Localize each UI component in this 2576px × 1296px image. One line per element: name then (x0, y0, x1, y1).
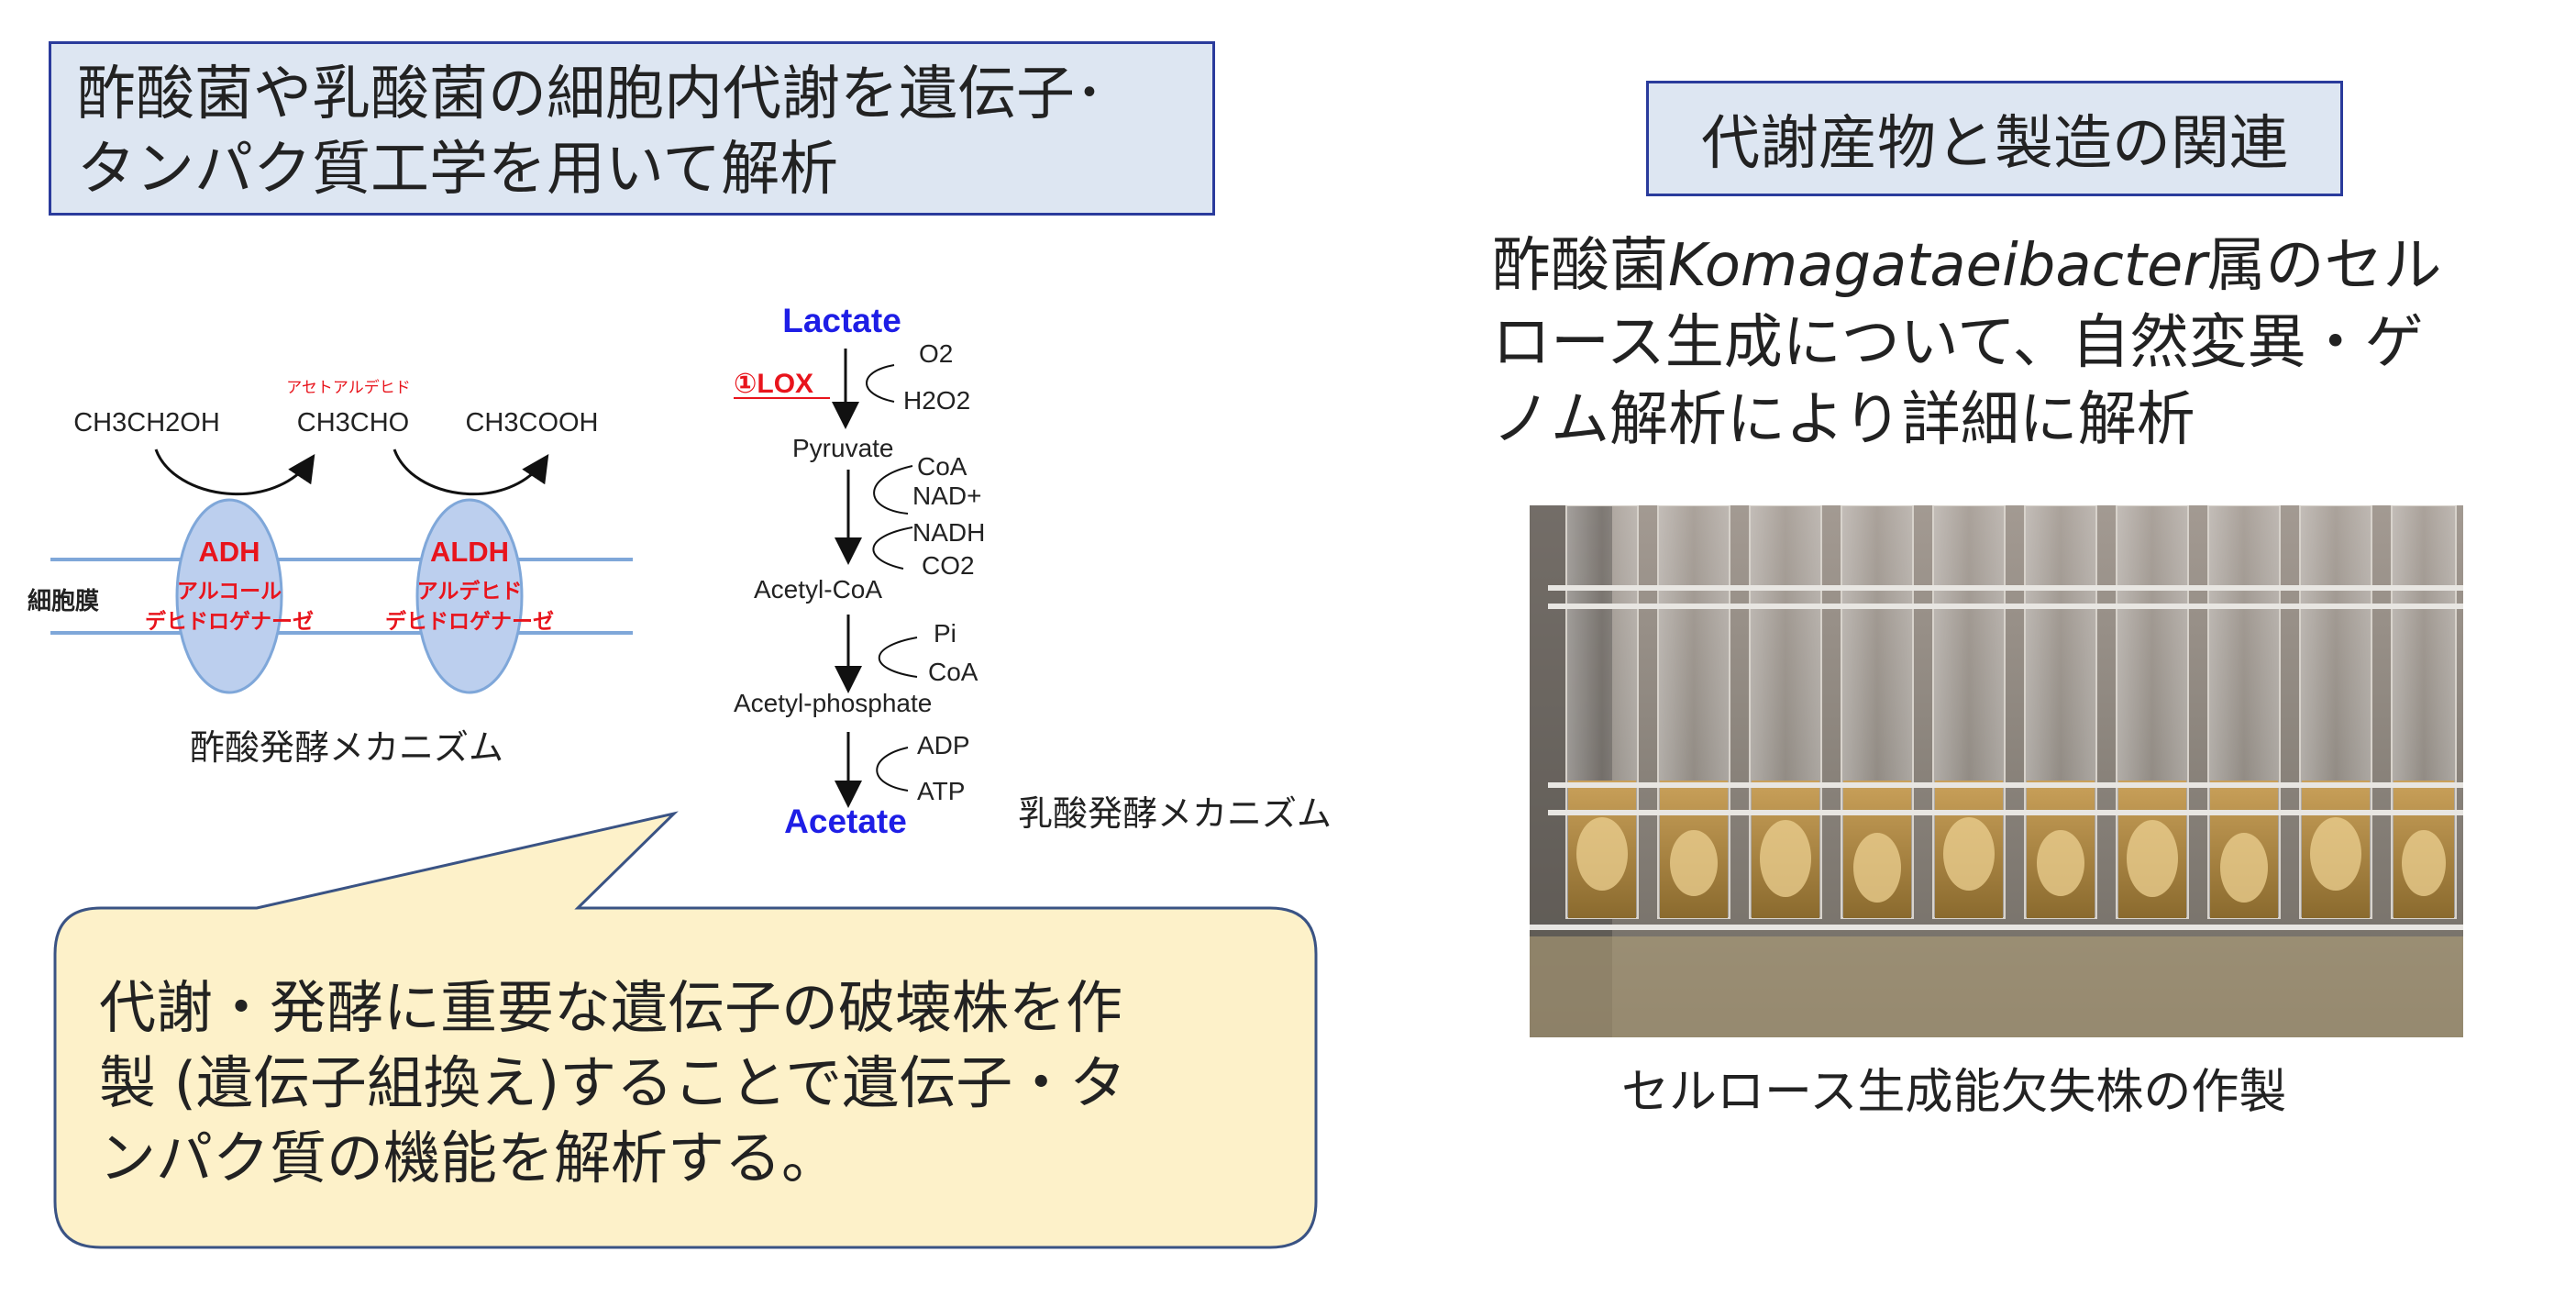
main-title-box: 酢酸菌や乳酸菌の細胞内代謝を遺伝子･ タンパク質工学を用いて解析 (49, 41, 1215, 216)
step3-cofactor-2: CoA (928, 658, 978, 686)
callout-line3: ンパク質の機能を解析する。 (99, 1124, 839, 1191)
aldh-name-line2: デヒドロゲナーゼ (385, 609, 554, 633)
step1-side-curve (866, 364, 895, 403)
step2-side-curve-out (872, 526, 913, 570)
acetaldehyde-note: アセトアルデヒド (286, 378, 411, 396)
acetic-acid-label: CH3COOH (465, 408, 598, 438)
aldh-name-line1: アルデヒド (417, 579, 523, 603)
pyruvate-label: Pyruvate (792, 434, 894, 462)
right-desc-line2: ロース生成について、自然変異・ゲ (1492, 309, 2424, 377)
callout-bubble (53, 811, 1318, 1249)
lactic-caption: 乳酸発酵メカニズム (1018, 793, 1332, 834)
adh-name-line1: アルコール (177, 579, 282, 603)
tube-rack (1530, 585, 2463, 930)
adh-label: ADH (198, 536, 260, 568)
rack-base-reflection (1530, 936, 2463, 1037)
acetaldehyde-label: CH3CHO (297, 408, 409, 438)
test-tube-photo (1530, 505, 2463, 1037)
adh-name-line2: デヒドロゲナーゼ (145, 609, 314, 633)
step4-cofactor-2: ATP (917, 777, 965, 805)
ethanol-label: CH3CH2OH (73, 408, 220, 438)
aldh-reaction-arrow (392, 449, 549, 496)
right-desc-part1: 酢酸菌 (1492, 232, 1668, 300)
callout-text: 代謝・発酵に重要な遺伝子の破壊株を作 製 (遺伝子組換え)することで遺伝子・タ … (99, 970, 1291, 1196)
step4-side-curve (876, 747, 909, 792)
photo-caption: セルロース生成能欠失株の作製 (1621, 1065, 2287, 1120)
aldh-label: ALDH (430, 536, 509, 568)
step2-cofactor-2: NAD+ (912, 482, 981, 510)
right-desc-line1: 酢酸菌Komagataeibacter属のセル (1492, 227, 2537, 305)
step2-cofactor-1: CoA (917, 452, 967, 481)
genus-name: Komagataeibacter (1668, 232, 2207, 300)
acetate-label: Acetate (784, 803, 907, 840)
o2-label: O2 (919, 339, 953, 368)
acetic-caption: 酢酸発酵メカニズム (190, 727, 503, 768)
right-desc-part2: 属のセル (2206, 232, 2442, 300)
membrane-label: 細胞膜 (28, 587, 99, 615)
right-description: 酢酸菌Komagataeibacter属のセル ロース生成について、自然変異・ゲ… (1492, 227, 2537, 459)
step2-cofactor-3: NADH (912, 518, 985, 547)
test-tubes (1565, 505, 2457, 919)
main-title-line2: タンパク質工学を用いて解析 (77, 136, 839, 204)
adh-reaction-arrow (154, 449, 315, 496)
step3-cofactor-1: Pi (934, 619, 956, 648)
step3-side-curve (878, 637, 918, 678)
acetyl-coa-label: Acetyl-CoA (754, 575, 882, 604)
step2-side-curve-in (873, 465, 913, 515)
lactate-label: Lactate (782, 302, 901, 339)
acetyl-phosphate-label: Acetyl-phosphate (734, 689, 932, 717)
right-desc-line3: ノム解析により詳細に解析 (1492, 386, 2195, 454)
h2o2-label: H2O2 (903, 386, 970, 415)
step4-cofactor-1: ADP (917, 731, 970, 759)
right-title-box: 代謝産物と製造の関連 (1646, 81, 2343, 196)
right-title: 代謝産物と製造の関連 (1701, 110, 2288, 178)
left-diagram-canvas: 細胞膜 ADH アルコール デヒドロゲナーゼ ALDH アルデヒド デヒドロゲナ… (28, 302, 1332, 1249)
adh-enzyme-ellipse (175, 498, 283, 694)
callout-line2: 製 (遺伝子組換え)することで遺伝子・タ (99, 1049, 1127, 1116)
aldh-enzyme-ellipse (415, 498, 524, 694)
lox-enzyme-label: ①LOX (734, 369, 813, 399)
callout-line1: 代謝・発酵に重要な遺伝子の破壊株を作 (99, 974, 1123, 1041)
step2-cofactor-4: CO2 (922, 551, 975, 580)
main-title-line1: 酢酸菌や乳酸菌の細胞内代謝を遺伝子･ (77, 61, 1104, 128)
